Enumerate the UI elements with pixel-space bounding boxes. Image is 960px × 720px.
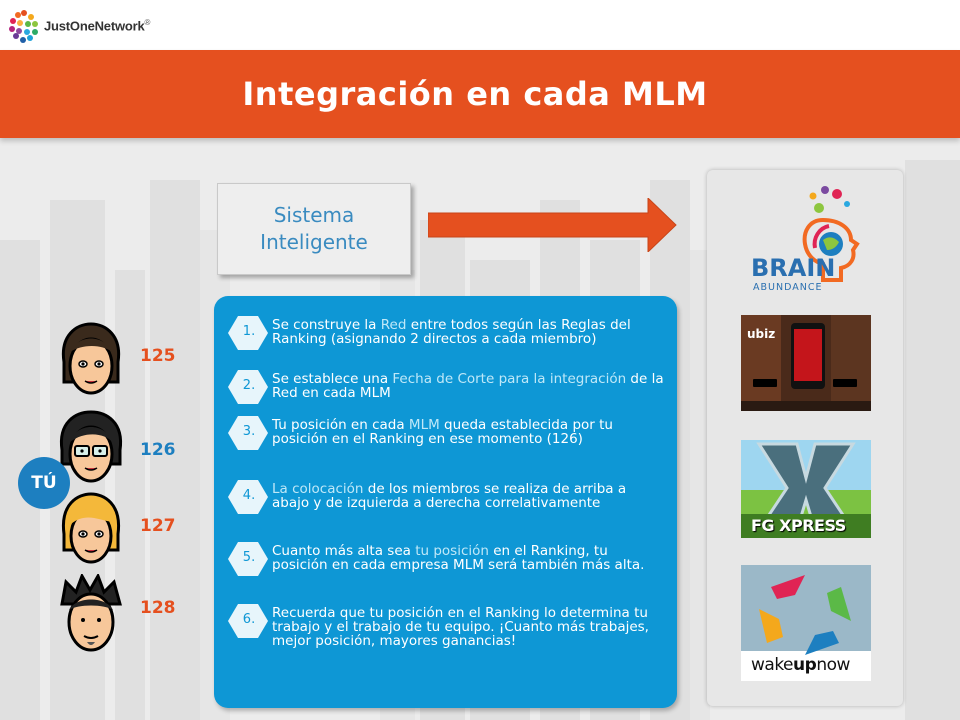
brain-abundance-logo: BRAIN ABUNDANCE (751, 186, 860, 293)
fg-xpress-banner: FG XPRESS (741, 440, 871, 538)
hexagon-icon (228, 542, 268, 576)
page-title: Integración en cada MLM (242, 75, 708, 113)
wakeupnow-banner: wakeupnow (741, 565, 871, 681)
ubiz-banner: ubiz (741, 315, 871, 411)
right-arrow-icon (428, 198, 677, 252)
step-text: Tu posición en cada MLM queda establecid… (272, 417, 613, 447)
step-text: Se construye la Red entre todos según la… (272, 317, 631, 347)
avatar-woman-glasses (59, 410, 123, 483)
step-number: 1. (224, 314, 268, 352)
step-number: 3. (224, 414, 268, 452)
step-number: 5. (224, 540, 268, 578)
step-text: Recuerda que tu posición en el Ranking l… (272, 605, 649, 649)
rank-126: 126 (140, 440, 176, 460)
abundance-label: ABUNDANCE (753, 282, 822, 293)
fg-xpress-label: FG XPRESS (751, 516, 846, 535)
wakeupnow-label: wakeupnow (751, 655, 850, 675)
brain-label: BRAIN (751, 254, 835, 282)
sistema-inteligente-label: Sistema Inteligente (260, 203, 368, 254)
hexagon-icon (228, 316, 268, 350)
step-number: 6. (224, 602, 268, 640)
step-number: 4. (224, 478, 268, 516)
logo-hexagon-icon (9, 10, 38, 43)
logo-text: JustOneNetwork® (44, 18, 151, 34)
fg-xpress-image (741, 440, 871, 538)
avatar-man-spiky-hair (60, 574, 122, 652)
hexagon-icon (228, 370, 268, 404)
you-badge: TÚ (18, 457, 70, 509)
step-text: Cuanto más alta sea tu posición en el Ra… (272, 543, 645, 573)
step-text: La colocación de los miembros se realiza… (272, 481, 627, 511)
wakeupnow-image (741, 565, 871, 681)
title-bar: Integración en cada MLM (0, 50, 960, 138)
ubiz-image (741, 315, 871, 411)
hexagon-icon (228, 604, 268, 638)
rank-125: 125 (140, 346, 176, 366)
sistema-inteligente-box: Sistema Inteligente (217, 183, 411, 275)
hexagon-icon (228, 416, 268, 450)
ubiz-label: ubiz (747, 327, 776, 341)
rank-127: 127 (140, 516, 176, 536)
avatar-woman-blonde (61, 492, 121, 564)
header-bar: JustOneNetwork® (0, 0, 960, 50)
step-number: 2. (224, 368, 268, 406)
avatar-woman-dark-hair (61, 322, 121, 395)
step-text: Se establece una Fecha de Corte para la … (272, 371, 664, 401)
steps-panel: 1. Se construye la Red entre todos según… (214, 296, 677, 708)
company-logo: JustOneNetwork® (8, 6, 150, 46)
rank-128: 128 (140, 598, 176, 618)
hexagon-icon (228, 480, 268, 514)
